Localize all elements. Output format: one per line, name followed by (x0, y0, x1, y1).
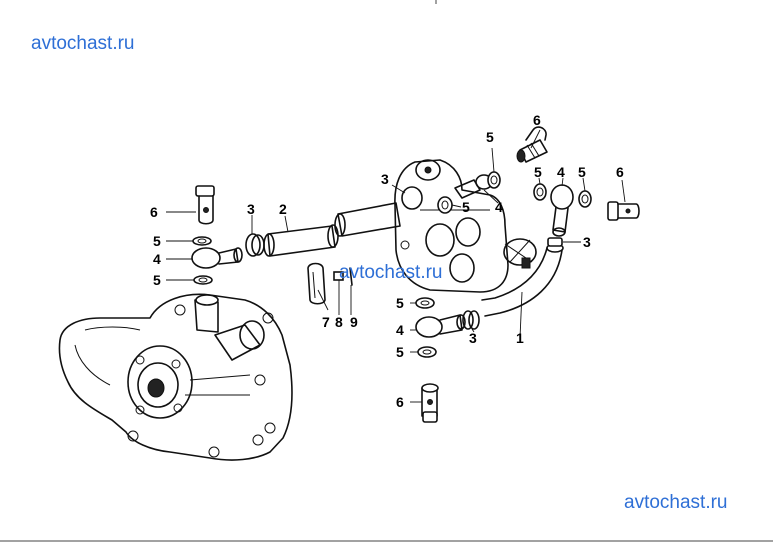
label-5-bottom-a: 5 (396, 295, 404, 311)
washer-top-a (487, 171, 501, 189)
label-6-right: 6 (616, 164, 624, 180)
label-3-left: 3 (247, 201, 255, 217)
label-5-left-b: 5 (153, 272, 161, 288)
washer-top-c (437, 196, 453, 214)
hose-2 (263, 202, 401, 257)
washer-bottom-upper (415, 297, 435, 309)
banjo-fitting-topright (550, 184, 574, 237)
banjo-bolt-bottom (421, 383, 439, 423)
label-1: 1 (516, 330, 524, 346)
watermark-top: avtochast.ru (31, 33, 135, 54)
label-4-left: 4 (153, 251, 161, 267)
bracket-7 (307, 262, 326, 305)
label-6-left: 6 (150, 204, 158, 220)
label-7: 7 (322, 314, 330, 330)
label-5-top-b: 5 (534, 164, 542, 180)
hose-clamp-bottom (462, 310, 480, 330)
banjo-bolt-right (607, 201, 640, 221)
washer-left-lower (193, 275, 213, 285)
label-2: 2 (279, 201, 287, 217)
label-4-top: 4 (495, 199, 503, 215)
label-4-bottom: 4 (396, 322, 404, 338)
label-5-top-c: 5 (462, 199, 470, 215)
banjo-fitting-left (191, 247, 243, 269)
label-5-top-d: 5 (578, 164, 586, 180)
fitting-8-9 (333, 267, 353, 286)
label-6-top: 6 (533, 112, 541, 128)
label-3-bottom: 3 (469, 330, 477, 346)
label-4-topright: 4 (557, 164, 565, 180)
label-6-bottom: 6 (396, 394, 404, 410)
washer-bottom-lower (417, 346, 437, 358)
label-5-left-a: 5 (153, 233, 161, 249)
water-pump-housing (58, 293, 293, 461)
label-9: 9 (350, 314, 358, 330)
label-5-bottom-b: 5 (396, 344, 404, 360)
washer-top-b (533, 183, 547, 201)
leader-lines (166, 129, 626, 403)
watermark-middle: avtochast.ru (339, 262, 443, 283)
washer-top-d (578, 190, 592, 208)
watermark-bottom: avtochast.ru (624, 492, 728, 513)
valve-housing (394, 159, 537, 293)
label-8: 8 (335, 314, 343, 330)
label-3-top: 3 (381, 171, 389, 187)
banjo-bolt-left (195, 185, 215, 225)
hose-clamp-left (245, 233, 265, 257)
banjo-fitting-bottom (415, 314, 466, 338)
banjo-bolt-top (516, 126, 548, 163)
label-5-top-a: 5 (486, 129, 494, 145)
hose-clamp-right (547, 237, 563, 247)
washer-left-upper (192, 236, 212, 246)
label-3-right: 3 (583, 234, 591, 250)
hose-1 (481, 243, 564, 317)
